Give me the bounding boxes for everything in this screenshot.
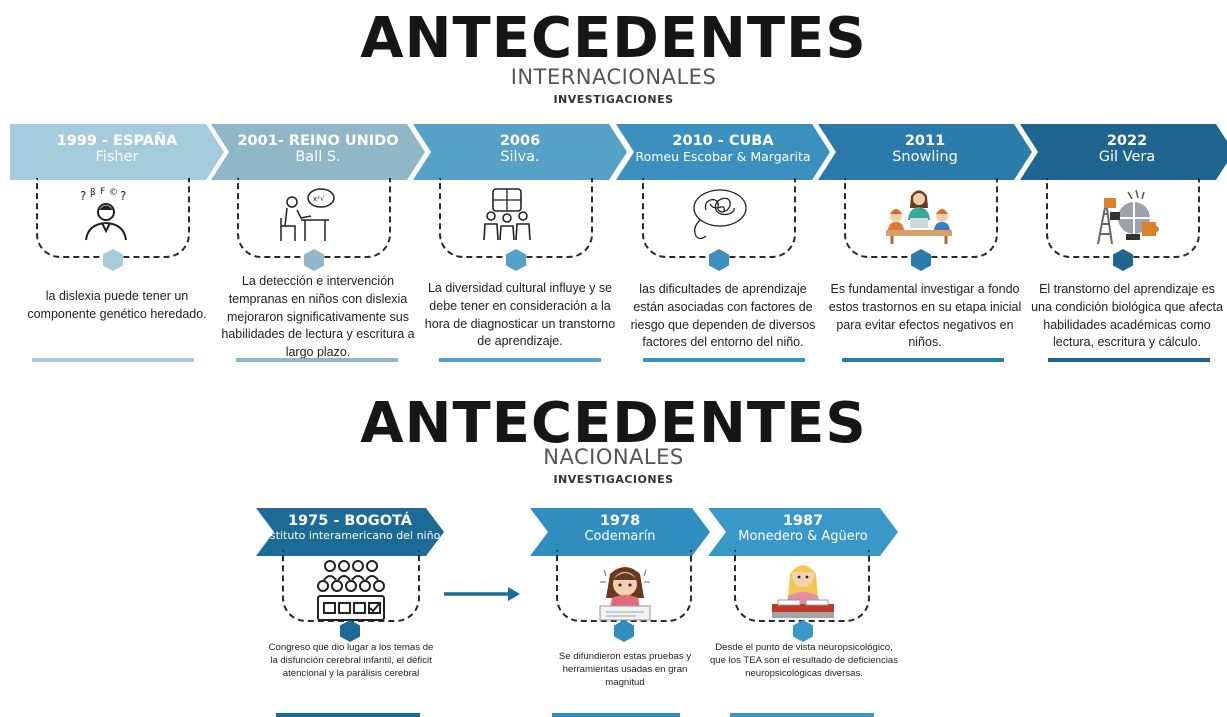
- national-underline-bar-0: [276, 713, 420, 717]
- international-label: INVESTIGACIONES: [553, 93, 674, 106]
- teacher-children-icon: [884, 186, 954, 251]
- national-year-2: 1987: [782, 513, 824, 529]
- international-author-0: Fisher: [95, 148, 139, 165]
- tangled-thought-icon: [682, 186, 752, 247]
- international-hexagon-marker-5: [1113, 249, 1133, 271]
- national-description-1: Se difundieron estas pruebas y herramien…: [558, 651, 692, 689]
- student-at-desk-icon: x²√: [277, 186, 337, 247]
- international-description-1: La detección e intervención tempranas en…: [221, 274, 415, 359]
- svg-text:β: β: [90, 188, 96, 198]
- international-description-4: Es fundamental investigar a fondo estos …: [828, 282, 1022, 350]
- international-underline-bar-4: [842, 358, 1004, 362]
- international-year-1: 2001- REINO UNIDO: [237, 133, 399, 149]
- international-underline-bar-1: [236, 358, 398, 362]
- international-description-5: El transtorno del aprendizaje es una con…: [1031, 282, 1223, 350]
- thinking-person-icon: ? β F © ?: [76, 186, 136, 247]
- svg-text:x²√: x²√: [313, 195, 325, 203]
- international-hexagon-marker-0: [103, 249, 123, 271]
- international-underline-bar-5: [1048, 358, 1210, 362]
- international-year-5: 2022: [1106, 133, 1148, 149]
- national-year-0: 1975 - BOGOTÁ: [287, 513, 413, 529]
- national-underline-bar-2: [730, 713, 874, 717]
- national-description-0: Congreso que dio lugar a los temas de la…: [268, 642, 434, 680]
- international-year-2: 2006: [499, 133, 541, 149]
- international-description-3: las dificultades de aprendizaje están as…: [630, 282, 816, 350]
- international-author-1: Ball S.: [295, 148, 341, 165]
- national-description-2: Desde el punto de vista neuropsicológico…: [709, 642, 899, 680]
- international-author-4: Snowling: [892, 148, 958, 165]
- national-label: INVESTIGACIONES: [553, 473, 674, 486]
- girl-reading-icon: [768, 558, 838, 627]
- national-hexagon-marker-0: [340, 620, 360, 642]
- international-title: ANTECEDENTES: [360, 6, 867, 71]
- international-hexagon-marker-3: [709, 249, 729, 271]
- national-author-2: Monedero & Agüero: [738, 528, 868, 544]
- audience-icon: [312, 558, 388, 627]
- brain-puzzle-icon: [1086, 186, 1166, 251]
- international-subtitle: INTERNACIONALES: [510, 65, 717, 89]
- national-subtitle: NACIONALES: [543, 445, 684, 469]
- national-hexagon-marker-2: [793, 620, 813, 642]
- national-year-1: 1978: [599, 513, 641, 529]
- international-hexagon-marker-2: [506, 249, 526, 271]
- svg-text:F: F: [100, 187, 105, 197]
- international-year-0: 1999 - ESPAÑA: [56, 133, 178, 149]
- international-underline-bar-0: [32, 358, 194, 362]
- international-underline-bar-2: [439, 358, 601, 362]
- international-hexagon-marker-4: [911, 249, 931, 271]
- svg-text:©: ©: [109, 188, 118, 198]
- national-author-1: Codemarín: [584, 528, 656, 544]
- national-underline-bar-1: [552, 713, 680, 717]
- international-hexagon-marker-1: [304, 249, 324, 271]
- svg-text:?: ?: [80, 189, 86, 203]
- right-arrow-icon: [444, 587, 520, 601]
- national-title: ANTECEDENTES: [360, 391, 867, 456]
- international-year-4: 2011: [904, 133, 946, 149]
- international-description-2: La diversidad cultural influye y se debe…: [424, 281, 616, 349]
- international-author-3: Romeu Escobar & Margarita: [635, 148, 811, 164]
- national-author-0: Instituto interamericano del niño: [259, 528, 441, 542]
- international-author-5: Gil Vera: [1098, 148, 1156, 165]
- confused-girl-icon: [590, 562, 660, 629]
- national-hexagon-marker-1: [614, 620, 634, 642]
- international-year-3: 2010 - CUBA: [672, 133, 774, 149]
- international-description-0: la dislexia puede tener un componente ge…: [27, 289, 207, 321]
- svg-text:?: ?: [120, 189, 126, 203]
- people-puzzle-icon: [479, 186, 535, 247]
- international-author-2: Silva.: [500, 148, 540, 165]
- international-underline-bar-3: [643, 358, 805, 362]
